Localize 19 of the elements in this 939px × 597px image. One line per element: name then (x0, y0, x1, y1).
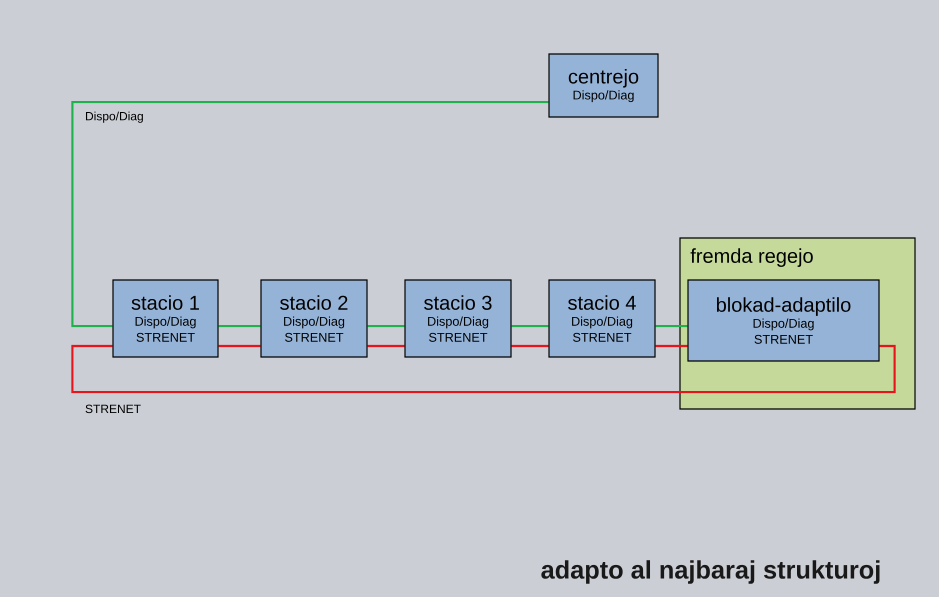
connector-line (512, 324, 548, 328)
connector-line (218, 344, 260, 348)
process-box: stacio 2 Dispo/Diag STRENET (260, 279, 368, 358)
process-box: stacio 4 Dispo/Diag STRENET (548, 279, 656, 358)
connector-line (218, 324, 260, 328)
process-box: centrejo Dispo/Diag (548, 53, 659, 118)
title: adapto al najbaraj strukturoj (541, 560, 880, 584)
connector-line (656, 344, 688, 348)
process-box: stacio 3 Dispo/Diag STRENET (404, 279, 512, 358)
connector-line (368, 324, 404, 328)
edge-label: STRENET (84, 403, 142, 414)
connector-line (656, 324, 688, 328)
connector-line (71, 100, 548, 328)
edge-label: Dispo/Diag (84, 110, 146, 124)
process-box: blokad-adaptilo Dispo/Diag STRENET (687, 279, 880, 362)
connector-line (368, 344, 404, 348)
process-box: stacio 1 Dispo/Diag STRENET (112, 279, 219, 358)
connector-line (71, 344, 896, 394)
connector-line (512, 344, 548, 348)
